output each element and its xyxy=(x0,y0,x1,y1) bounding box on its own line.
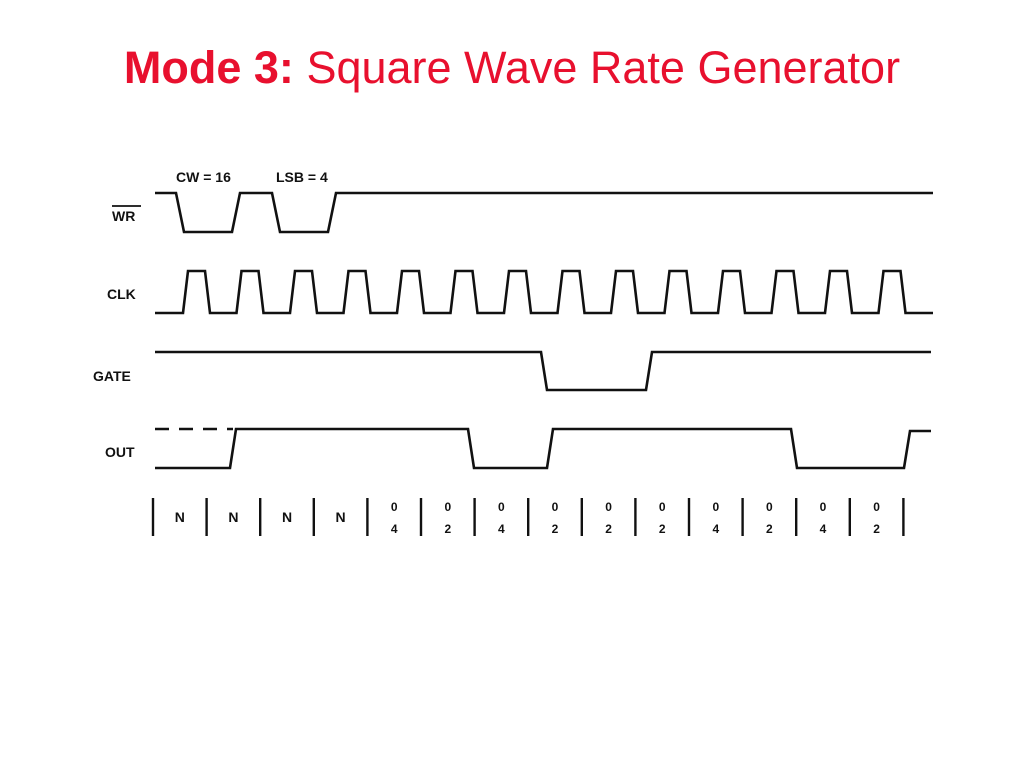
clk-label: CLK xyxy=(107,286,136,302)
count-cell: N xyxy=(175,509,185,525)
lsb-note: LSB = 4 xyxy=(276,169,328,185)
count-msb: 0 xyxy=(444,500,451,514)
count-cell: N xyxy=(228,509,238,525)
count-msb: 0 xyxy=(659,500,666,514)
wr-waveform xyxy=(155,191,933,234)
count-cell: 04 xyxy=(391,500,398,536)
count-lsb: 2 xyxy=(605,522,612,536)
slide-title: Mode 3: Square Wave Rate Generator xyxy=(0,38,1024,98)
gate-label: GATE xyxy=(93,368,131,384)
title-description: Square Wave Rate Generator xyxy=(306,42,901,93)
count-lsb: 2 xyxy=(873,522,880,536)
count-lsb: 2 xyxy=(766,522,773,536)
count-lsb: 2 xyxy=(659,522,666,536)
count-lsb: 2 xyxy=(552,522,559,536)
out-label: OUT xyxy=(105,444,135,460)
count-cell: 02 xyxy=(659,500,666,536)
count-ticks xyxy=(151,498,905,536)
count-lsb: 4 xyxy=(391,522,398,536)
count-value-n: N xyxy=(175,509,185,525)
clk-waveform xyxy=(155,269,933,315)
count-lsb: 2 xyxy=(444,522,451,536)
count-cell: 02 xyxy=(605,500,612,536)
title-mode: Mode 3: xyxy=(123,42,294,93)
count-lsb: 4 xyxy=(820,522,827,536)
count-msb: 0 xyxy=(820,500,827,514)
count-lsb: 4 xyxy=(712,522,719,536)
count-value-n: N xyxy=(228,509,238,525)
count-cell: 04 xyxy=(498,500,505,536)
wr-label: WR xyxy=(112,208,135,224)
count-cell: 02 xyxy=(766,500,773,536)
control-word-note: CW = 16 xyxy=(176,169,231,185)
count-value-n: N xyxy=(336,509,346,525)
count-msb: 0 xyxy=(552,500,559,514)
count-cell: 04 xyxy=(712,500,719,536)
count-cell: N xyxy=(336,509,346,525)
count-msb: 0 xyxy=(712,500,719,514)
count-value-n: N xyxy=(282,509,292,525)
count-msb: 0 xyxy=(766,500,773,514)
gate-waveform xyxy=(155,350,931,392)
count-cell: N xyxy=(282,509,292,525)
count-msb: 0 xyxy=(498,500,505,514)
count-msb: 0 xyxy=(873,500,880,514)
out-waveform xyxy=(155,427,931,470)
count-cell: 02 xyxy=(552,500,559,536)
count-cell: 02 xyxy=(444,500,451,536)
count-cell: 04 xyxy=(820,500,827,536)
count-msb: 0 xyxy=(605,500,612,514)
count-lsb: 4 xyxy=(498,522,505,536)
count-cell: 02 xyxy=(873,500,880,536)
count-msb: 0 xyxy=(391,500,398,514)
